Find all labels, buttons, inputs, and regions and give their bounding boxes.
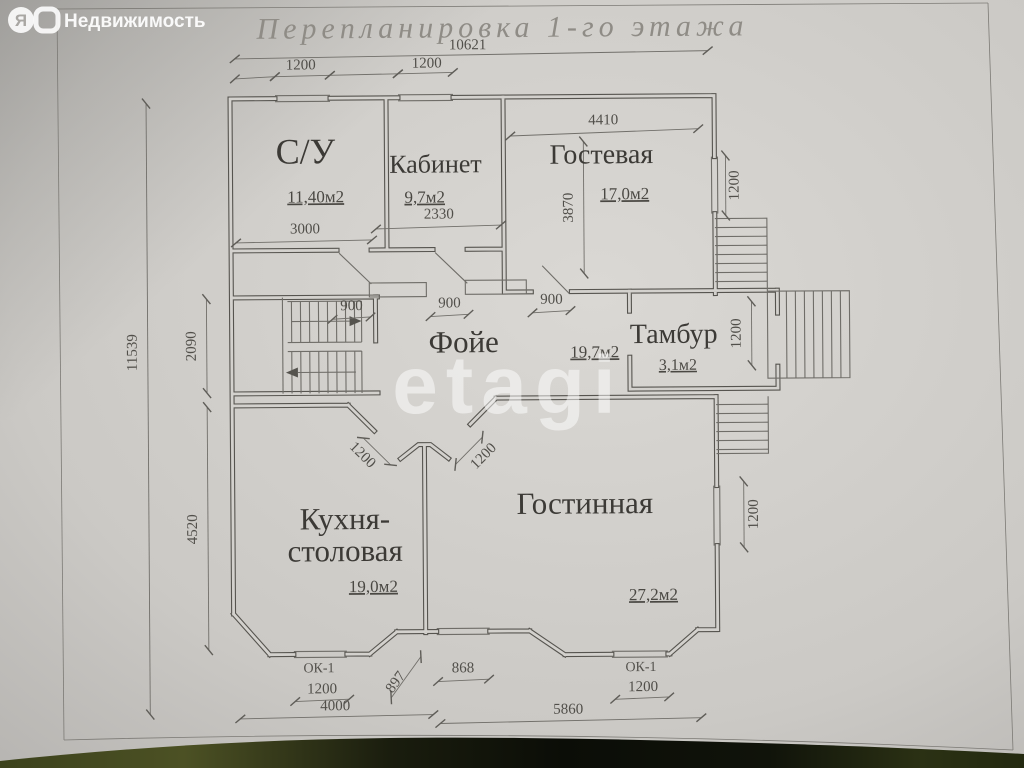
dim-door-cabinet: 900 (438, 295, 461, 311)
yandex-circle-icon (8, 7, 34, 33)
page-title: Перепланировка 1-го этажа (255, 9, 748, 45)
window-tag-left: ОК-1 (303, 661, 334, 676)
door-swings (338, 252, 570, 294)
dim-cabinet-width: 2330 (424, 206, 454, 222)
dim-living-window: 1200 (746, 499, 762, 529)
window-tags: ОК-1 ОК-1 (303, 660, 656, 676)
room-guest-label: Гостевая (549, 139, 653, 171)
dim-guest-width: 4410 (588, 112, 618, 128)
room-labels: С/У 11,40м2 Кабинет 9,7м2 Гостевая 17,0м… (275, 131, 718, 604)
room-kitchen-area: 19,0м2 (349, 577, 398, 596)
ground-strip (0, 737, 1024, 768)
brand-logo: Я Недвижимость (8, 6, 206, 34)
room-kitchen-label-2: столовая (287, 533, 402, 569)
dim-mid-opening: 868 (452, 660, 475, 676)
room-su-area: 11,40м2 (287, 187, 344, 206)
etagi-watermark: etagi (392, 340, 623, 431)
foyer-wall-stubs (368, 279, 527, 298)
room-tambour-area: 3,1м2 (659, 357, 697, 374)
dim-door-su: 900 (340, 298, 363, 314)
dim-guest-height: 3870 (561, 193, 577, 223)
room-cabinet-area: 9,7м2 (404, 187, 445, 206)
brand-name: Недвижимость (64, 11, 206, 32)
stair-arrow-down-icon (285, 367, 298, 378)
porch-stairs (714, 217, 851, 455)
dim-window-su: 1200 (286, 57, 316, 73)
dim-bay-left-window: 1200 (307, 681, 337, 697)
dimension-lines (141, 45, 757, 729)
dim-window-cabinet: 1200 (412, 55, 442, 71)
drawing-frame (56, 2, 1014, 751)
realty-app-icon (33, 6, 61, 34)
yandex-letter: Я (15, 11, 27, 30)
room-foyer-area: 19,7м2 (570, 342, 619, 361)
dim-bay-right-window: 1200 (628, 679, 658, 695)
dim-door-guest: 900 (540, 292, 563, 308)
room-guest-area: 17,0м2 (600, 184, 649, 203)
dim-overall-width: 10621 (449, 37, 487, 53)
window-glyphs (274, 93, 721, 659)
room-kitchen-label-1: Кухня- (300, 501, 391, 537)
room-living-label: Гостинная (516, 485, 653, 521)
dim-overall-height: 11539 (125, 334, 141, 371)
window-tag-right: ОК-1 (625, 660, 656, 675)
room-living-area: 27,2м2 (629, 585, 678, 604)
room-cabinet-label: Кабинет (389, 149, 482, 179)
dim-kitchen-depth: 4520 (185, 514, 201, 544)
room-su-label: С/У (275, 131, 335, 171)
dim-bay-left-total: 4000 (320, 698, 350, 714)
dim-stair-depth: 2090 (184, 331, 200, 361)
room-tambour-label: Тамбур (630, 319, 718, 351)
dim-tambour-door: 1200 (729, 318, 745, 348)
room-foyer-label: Фойе (428, 324, 499, 359)
dim-bay-right-total: 5860 (553, 702, 583, 718)
dim-guest-window: 1200 (727, 170, 743, 200)
dim-su-width: 3000 (290, 221, 320, 237)
